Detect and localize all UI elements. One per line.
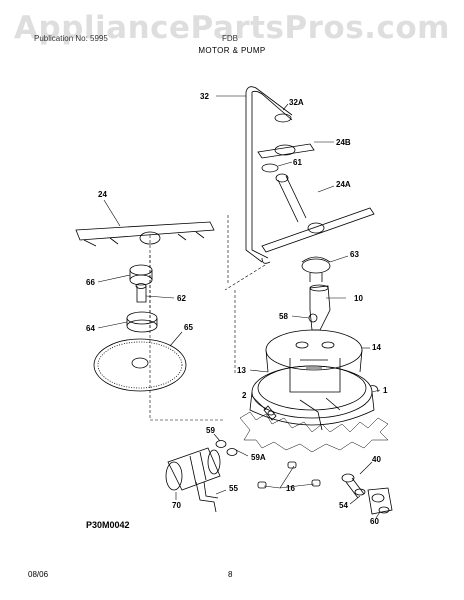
- pump-housing-part: [265, 329, 363, 393]
- callout-61: 61: [293, 158, 302, 167]
- pump-cap-part: [301, 256, 331, 282]
- callout-62: 62: [177, 294, 186, 303]
- callout-63: 63: [350, 250, 359, 259]
- callout-58: 58: [279, 312, 288, 321]
- callout-32a: 32A: [289, 98, 304, 107]
- upper-spray-arm-part: [261, 173, 375, 253]
- washer-part: [261, 163, 279, 173]
- nut-part: [274, 113, 292, 123]
- o-ring-small-part: [226, 448, 238, 456]
- drain-hose-part: [341, 473, 366, 499]
- callout-59a: 59A: [251, 453, 266, 462]
- footer-date: 08/06: [28, 570, 49, 579]
- bracket-part: [195, 481, 219, 513]
- nozzle-part: [135, 283, 147, 303]
- callout-65: 65: [184, 323, 193, 332]
- callout-1: 1: [383, 386, 388, 395]
- callout-32: 32: [200, 92, 209, 101]
- callout-14: 14: [372, 343, 381, 352]
- model-header: FDB: [222, 34, 238, 43]
- supply-tube-part: [245, 86, 293, 264]
- callout-40: 40: [372, 455, 381, 464]
- seal-part: [308, 313, 318, 323]
- clip-part: [263, 405, 277, 421]
- motor-part: [165, 447, 221, 491]
- lower-spray-arm-part: [75, 221, 215, 247]
- gear-part: [129, 264, 153, 286]
- filter-ring-part: [126, 311, 158, 333]
- callout-70: 70: [172, 501, 181, 510]
- part-callouts: 32 32A 24B 61 24A 24 63 66 62 10 58 64 6…: [86, 92, 388, 526]
- callout-24: 24: [98, 190, 107, 199]
- callout-64: 64: [86, 324, 95, 333]
- page-number: 8: [228, 570, 233, 579]
- sump-part: [249, 365, 379, 431]
- hose-clamp-part: [257, 461, 321, 489]
- filter-screen-part: [93, 338, 187, 392]
- callout-10: 10: [354, 294, 363, 303]
- callout-24a: 24A: [336, 180, 351, 189]
- drain-pump-part: [367, 487, 393, 515]
- o-ring-part: [215, 440, 227, 448]
- callout-54: 54: [339, 501, 348, 510]
- sump-gasket-outline: [239, 411, 389, 453]
- callout-13: 13: [237, 366, 246, 375]
- callout-59: 59: [206, 426, 215, 435]
- callout-55: 55: [229, 484, 238, 493]
- watermark: AppliancePartsPros.com: [14, 10, 450, 46]
- upper-spray-arm-gear-part: [257, 143, 315, 159]
- publication-number: Publication No: 5995: [34, 34, 108, 43]
- callout-66: 66: [86, 278, 95, 287]
- callout-2: 2: [242, 391, 247, 400]
- diagram-code: P30M0042: [86, 520, 130, 530]
- callout-60: 60: [370, 517, 379, 526]
- callout-16: 16: [286, 484, 295, 493]
- callout-24b: 24B: [336, 138, 351, 147]
- pump-stem-part: [309, 284, 331, 331]
- section-title: MOTOR & PUMP: [198, 46, 266, 55]
